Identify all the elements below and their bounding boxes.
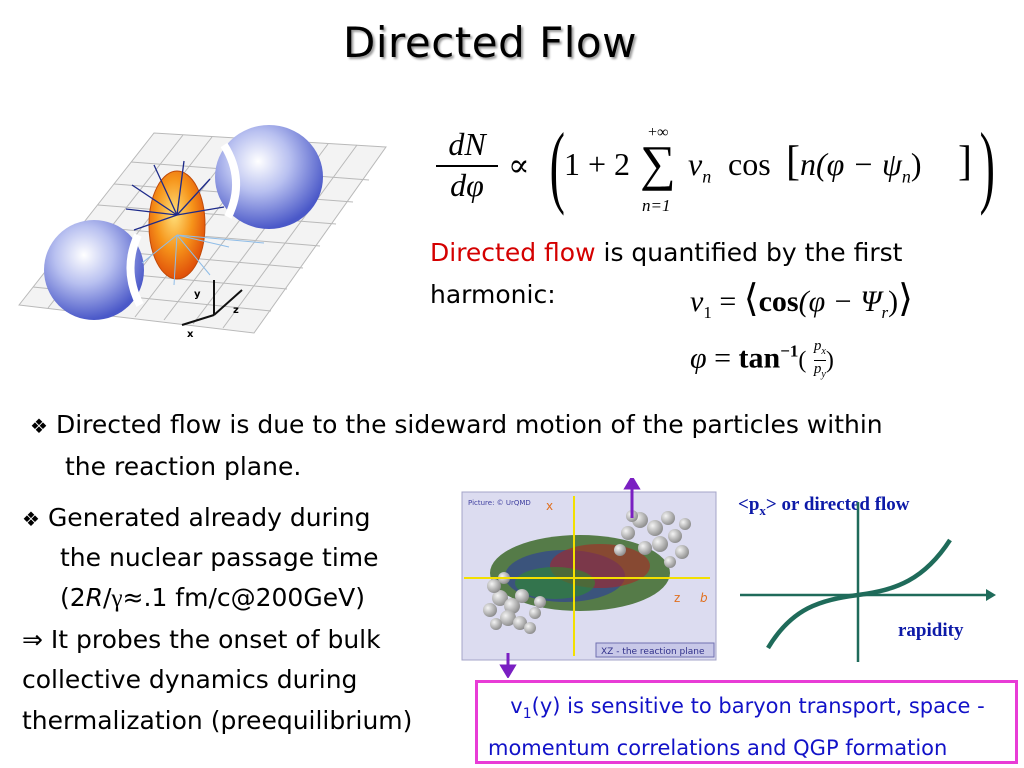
urqmd-simulation-image: Picture: © UrQMD x z b XZ - the reaction…	[461, 478, 717, 678]
sum-sigma: ∑	[640, 135, 676, 191]
bullet-1-line1: Directed flow is due to the sideward mot…	[55, 410, 883, 439]
axis-label-x: x	[187, 329, 194, 340]
flow-sketch: <px> or directed flow rapidity	[738, 494, 996, 662]
slide-title: Directed Flow	[343, 18, 637, 67]
nucleus-left-icon	[44, 220, 144, 320]
big-paren-right: )	[979, 114, 995, 216]
nucleus-right-icon	[215, 125, 323, 229]
sketch-flow-curve	[766, 538, 952, 650]
formula-one-plus-two: 1 + 2	[564, 146, 631, 182]
spectator-nucleons	[483, 510, 691, 634]
fireball-icon	[148, 170, 206, 280]
purple-arrows	[499, 478, 641, 678]
conclusion-box: v1(y) is sensitive to baryon transport, …	[475, 680, 1018, 764]
formula-lhs-fraction: dN dφ	[436, 126, 498, 204]
axis-label-y: y	[194, 289, 201, 300]
lhs-numerator: dN	[448, 126, 486, 162]
propto-symbol: ∝	[508, 147, 530, 183]
flow-arrows-light	[141, 234, 265, 286]
bullet-2-line1: Generated already during	[47, 503, 371, 532]
bullet-2: ❖ Generated already during	[22, 497, 452, 540]
coordinate-axes-icon	[181, 280, 243, 326]
sim-axis-z: z	[674, 591, 680, 605]
sim-credit: Picture: © UrQMD	[468, 499, 531, 507]
big-paren-left: (	[549, 114, 565, 216]
implication-line2: collective dynamics during	[22, 665, 358, 694]
flow-arrows	[125, 160, 225, 231]
axis-label-z: z	[233, 305, 239, 316]
sum-lower-limit: n=1	[642, 196, 671, 215]
implication-line1: ⇒ It probes the onset of bulk	[22, 625, 381, 654]
formula-v1: v1 = ⟨cos(φ − Ψr)⟩	[690, 278, 913, 322]
sim-axis-b: b	[700, 591, 708, 605]
sketch-axis-arrowhead	[986, 589, 996, 601]
collision-diagram: y z x	[18, 125, 387, 340]
diamond-bullet-icon: ❖	[30, 414, 48, 438]
bracket-left: [	[786, 139, 800, 185]
formula-cos-argument: n(φ − ψn)	[800, 146, 922, 187]
formula-fourier: dN dφ ∝ ( 1 + 2 +∞ ∑ n=1 vn cos [ n(φ − …	[436, 114, 1001, 218]
diamond-bullet-icon: ❖	[22, 507, 40, 531]
sim-caption: XZ - the reaction plane	[601, 647, 705, 657]
bracket-right: ]	[958, 139, 972, 185]
sim-axis-x: x	[546, 499, 553, 513]
intro-highlight: Directed flow	[430, 238, 596, 267]
sketch-ylabel: <px> or directed flow	[738, 494, 910, 518]
sum-upper-limit: +∞	[648, 124, 669, 141]
bullet-1: ❖ Directed flow is due to the sideward mo…	[30, 404, 1010, 447]
formula-cos: cos	[728, 146, 771, 182]
formula-vn: vn	[688, 146, 712, 187]
conclusion-line2: momentum correlations and QGP formation	[488, 736, 948, 761]
intro-line2: harmonic:	[430, 280, 556, 309]
intro-text: Directed flow is quantified by the first	[430, 232, 990, 273]
lhs-denominator: dφ	[450, 167, 484, 203]
conclusion-line1: v1(y) is sensitive to baryon transport, …	[510, 694, 985, 723]
bullet-2-line3: (2R/γ≈.1 fm/c@200GeV)	[60, 583, 365, 612]
sketch-xlabel: rapidity	[898, 620, 964, 641]
bullet-1-line2: the reaction plane.	[65, 452, 302, 481]
formula-phi: φ = tan−1( px py )	[690, 338, 834, 380]
bullet-2-line2: the nuclear passage time	[60, 543, 379, 572]
implication-line3: thermalization (preequilibrium)	[22, 706, 413, 735]
intro-rest: is quantified by the first	[595, 238, 903, 267]
